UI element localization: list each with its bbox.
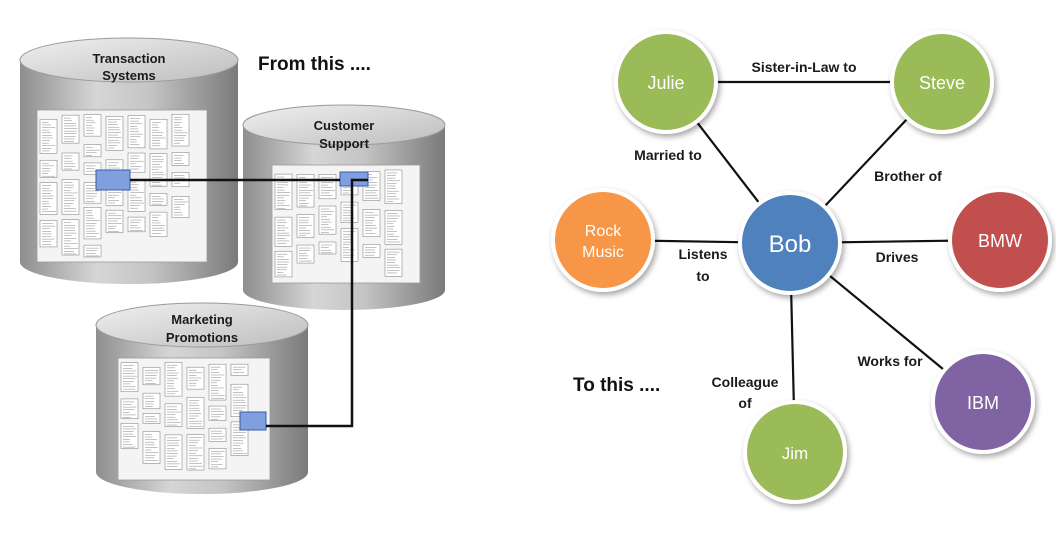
database-label-marketing: Marketing	[171, 312, 232, 327]
schema-table	[39, 159, 58, 178]
node-label-steve: Steve	[919, 73, 965, 93]
schema-table	[208, 363, 227, 401]
schema-table	[127, 216, 146, 233]
schema-table	[142, 367, 161, 386]
schema-table	[61, 152, 80, 171]
schema-table	[149, 193, 168, 206]
db-link-customer-marketing	[266, 178, 368, 428]
database-label-marketing-line2: Promotions	[166, 330, 238, 345]
node-label-rock: Rock	[585, 223, 622, 240]
schema-table	[83, 144, 102, 158]
edge-label-listens-line2: to	[696, 268, 709, 284]
schema-table	[120, 423, 139, 449]
database-label-customer: Customer	[314, 118, 375, 133]
schema-table	[164, 403, 183, 427]
schema-diagram-customer	[271, 164, 421, 284]
schema-table	[149, 119, 168, 150]
node-label-ibm: IBM	[967, 393, 999, 413]
edge-label-drives: Drives	[876, 249, 919, 265]
edge-label-sister: Sister-in-Law to	[751, 59, 856, 75]
schema-table	[127, 152, 146, 173]
node-label-bmw: BMW	[978, 231, 1022, 251]
highlighted-table-transaction	[95, 169, 131, 191]
database-cylinder-marketing: Marketing Promotions	[95, 302, 309, 494]
database-label-customer-line2: Support	[319, 136, 369, 151]
schema-table	[142, 392, 161, 410]
schema-table	[208, 405, 227, 421]
database-label-transaction-line2: Systems	[102, 68, 155, 83]
database-cylinder-customer: Customer Support	[242, 104, 446, 310]
schema-table	[61, 179, 80, 215]
schema-diagram-transaction	[36, 109, 208, 263]
node-label-jim: Jim	[782, 444, 808, 463]
schema-table	[318, 174, 337, 200]
schema-table	[142, 413, 161, 424]
database-cylinder-transaction: Transaction Systems	[19, 37, 239, 284]
edge-label-married: Married to	[634, 147, 702, 163]
schema-table	[149, 153, 168, 187]
node-label-julie: Julie	[647, 73, 684, 93]
schema-table	[296, 214, 315, 238]
edge-label-listens: Listens	[678, 246, 727, 262]
node-label-bob: Bob	[769, 231, 812, 258]
schema-table	[164, 434, 183, 470]
schema-table	[208, 448, 227, 470]
schema-table	[186, 397, 205, 429]
edge-label-colleague: Colleague	[712, 374, 779, 390]
schema-table	[120, 398, 139, 419]
schema-table	[384, 169, 403, 204]
heading-to: To this ....	[573, 375, 660, 396]
heading-from: From this ....	[258, 54, 371, 75]
schema-table	[105, 209, 124, 233]
node-bob: Bob	[738, 191, 842, 295]
node-rock-music: Rock Music	[551, 188, 655, 292]
edge-label-works: Works for	[857, 353, 923, 369]
node-label-rock-line2: Music	[582, 244, 624, 261]
schema-table	[149, 211, 168, 237]
database-label-transaction: Transaction	[93, 51, 166, 66]
schema-diagram-marketing	[117, 357, 271, 481]
schema-table	[83, 244, 102, 258]
schema-table	[340, 201, 359, 223]
graph-side: Julie Steve Rock Music Bob BMW IBM Jim S…	[551, 30, 1052, 504]
node-jim: Jim	[743, 400, 847, 504]
node-ibm: IBM	[931, 350, 1035, 454]
schema-table	[120, 362, 139, 392]
edge-label-brother: Brother of	[874, 168, 942, 184]
node-steve: Steve	[890, 30, 994, 134]
highlighted-table-marketing	[239, 411, 267, 431]
edge-label-colleague-line2: of	[738, 395, 752, 411]
schema-table	[318, 241, 337, 255]
schema-table	[274, 250, 293, 278]
relational-side: Transaction Systems Customer Support	[19, 37, 446, 494]
node-julie: Julie	[614, 30, 718, 134]
schema-table	[274, 216, 293, 247]
schema-table	[208, 427, 227, 442]
node-bmw: BMW	[948, 188, 1052, 292]
